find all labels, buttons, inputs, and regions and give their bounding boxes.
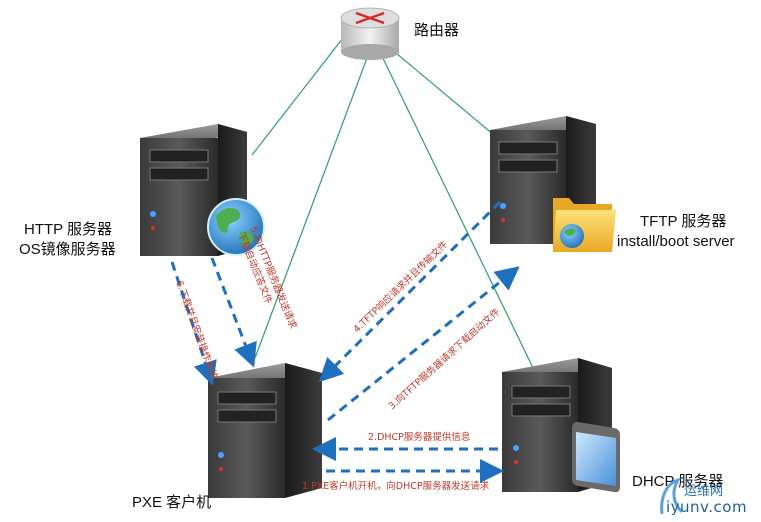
router-label: 路由器 xyxy=(414,22,460,39)
watermark-line2: iyunv.com xyxy=(666,498,748,516)
link-router-tftp xyxy=(377,37,501,141)
router-icon xyxy=(340,7,400,60)
tftp-server-icon xyxy=(490,116,596,244)
http-server-label-line2: OS镜像服务器 xyxy=(19,241,116,258)
folder-icon xyxy=(553,198,616,252)
network-links xyxy=(251,37,536,373)
link-router-dhcp xyxy=(377,47,536,373)
dhcp-server-icon xyxy=(502,358,612,492)
arrow-step6 xyxy=(170,261,217,386)
watermark-line1: 运维网 xyxy=(684,484,724,499)
step4-label: 4.TFTP响应请求并且传输文件 xyxy=(351,238,451,335)
globe-icon xyxy=(207,198,265,256)
http-server-label-line1: HTTP 服务器 xyxy=(24,221,113,238)
tftp-server-label-line1: TFTP 服务器 xyxy=(640,213,727,230)
arrow-step3 xyxy=(327,266,520,422)
watermark: 运维网 iyunv.com xyxy=(658,476,758,520)
step6-label: 6.下载并且安装操作系统 xyxy=(173,279,220,381)
step2-label: 2.DHCP服务器提供信息 xyxy=(368,431,470,443)
watermark-logo-icon xyxy=(660,478,684,515)
step1-label: 1.PXE客户机开机，向DHCP服务器发送请求 xyxy=(302,480,490,492)
link-router-pxe xyxy=(254,49,371,359)
pxe-client-icon xyxy=(208,363,322,498)
tftp-server-label-line2: install/boot server xyxy=(617,233,735,250)
monitor-icon xyxy=(572,422,620,493)
process-arrows xyxy=(170,200,520,483)
pxe-client-label: PXE 客户机 xyxy=(132,494,212,511)
arrow-step4 xyxy=(318,200,502,383)
arrow-step5 xyxy=(210,257,257,368)
link-router-http xyxy=(251,37,344,156)
